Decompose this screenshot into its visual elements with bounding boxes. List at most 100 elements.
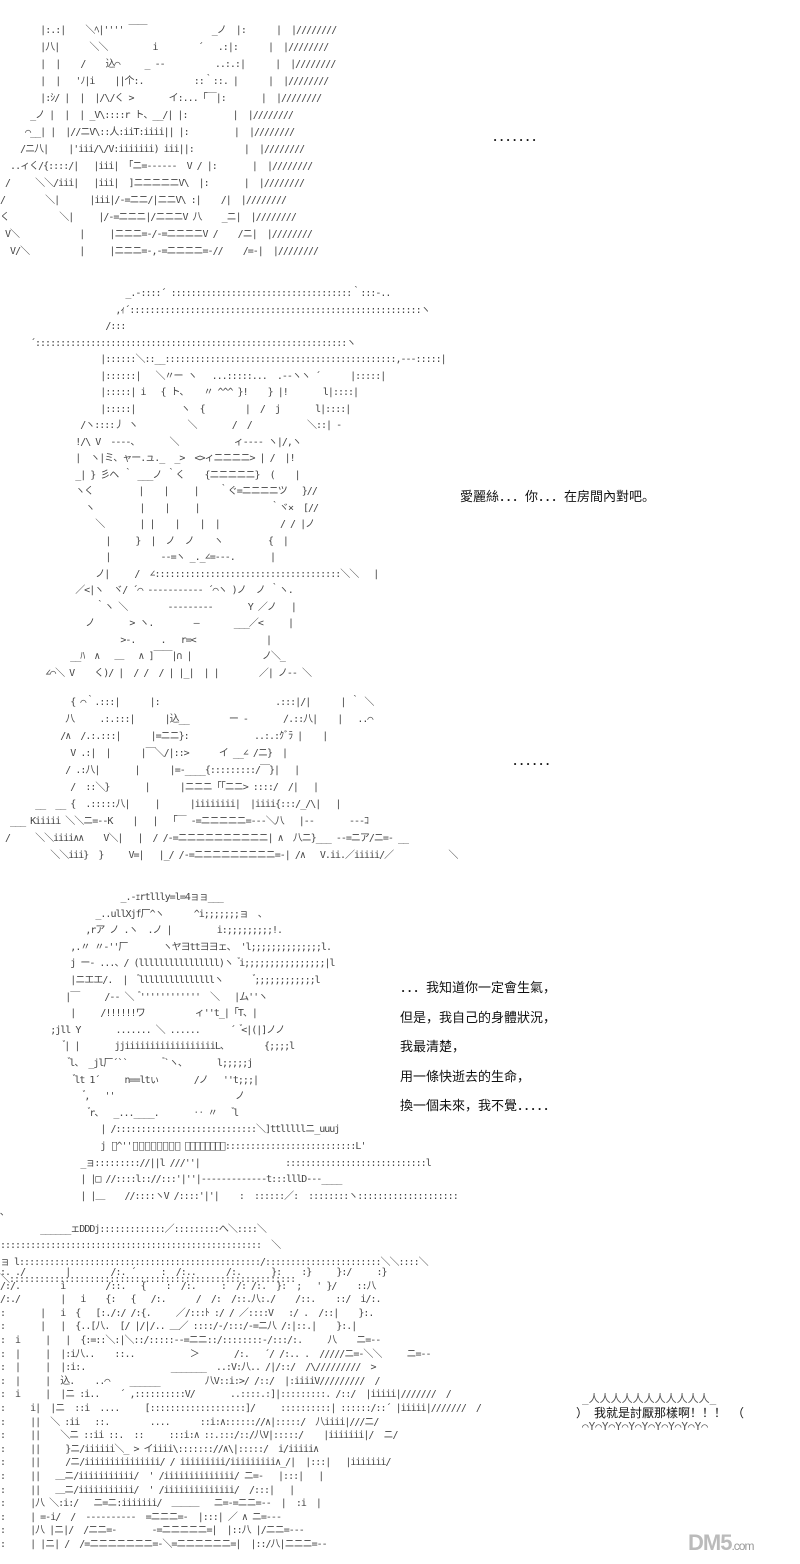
ascii-art-line: ,ｨ´:::::::::::::::::::::::::::::::::::::…: [30, 304, 430, 316]
ascii-art-line: V .:| | |￣＼/|::> イ __∠ /ニ} |: [0, 748, 288, 759]
ascii-art-line: ;jll Y ....... ＼ ...... ´ ゙<|(|]ノノ: [0, 1024, 285, 1036]
ascii-art-line: ノ > ヽ. ― ___／< |: [30, 618, 294, 629]
ascii-art-line: ______ェDDDj:::::::::::::／:::::::::へ＼::::…: [0, 1223, 281, 1252]
ascii-art-panel-4: _.-ｪrtllly=l=4ョョ___ _..ullXjf厂^ヽ ^i;;;;;…: [0, 890, 470, 1288]
ascii-art-line: _.-ｪrtllly=l=4ョョ___: [0, 892, 224, 903]
ascii-art-line: ＼＼iii} } V=| |_/ /-=ニニニニニニニニニ=-| /∧ V.ii…: [0, 850, 458, 861]
ascii-art-line: : || ＼ :ii ::. .... ::i:∧:::::://∧|:::::…: [0, 1416, 379, 1428]
ascii-art-line: /:::´:::::::::::::::::::::::::::::::::::…: [30, 321, 356, 349]
ascii-art-line: : | | {..[八. [/ |/|/.. ＿／ ::::/-/:::/-=ニ…: [0, 1321, 357, 1333]
ascii-art-line: | --=ヽ _._∠=‐--. |: [30, 552, 276, 563]
ascii-art-line: / ＼＼/iii| |iii| ]ニニニニニV\ |: | |////////: [0, 178, 305, 189]
ascii-art-line: : | |ニ| / /=ニニニニニニニ=-＼=ニニニニニニ=| |::/八|ニニ…: [0, 1538, 328, 1550]
ascii-art-panel-5: :. ./ | /:. ´ : /:.. /:. }: :} }:/ :} /:/…: [0, 1266, 570, 1551]
ascii-art-panel-3: { ⌒｀.:::| |: .:::|/| | ｀ ＼ 八 .:.:::| |込_…: [0, 694, 600, 864]
ascii-art-line: : | =-i/ / ---------- =ニニニ=- |:::| ／ ∧ ニ…: [0, 1511, 282, 1523]
ascii-art-line: ___ Kiiiii ＼＼ニ=--K | | 「￣ -=ニニニニニ=---＼八 …: [0, 816, 369, 827]
ascii-art-line: | } | ノ ノ ヽ { |: [30, 535, 289, 547]
ascii-art-line: ..ィく/{::::/| |iii| 「ニ=------ V / |: | |/…: [0, 161, 313, 172]
ellipsis-panel-3: ．．．．．．: [512, 754, 558, 769]
ascii-art-line: _| } 彡ヘ ｀ ___ノ ｀く {ニニニニニ} ( |: [30, 469, 301, 481]
ascii-art-line: / ＼＼iiii∧∧ V＼| | / /-=ニニニニニニニニニニ| ∧ 八ニ}_…: [0, 833, 409, 844]
dialogue-line: 我最清楚，: [400, 1040, 466, 1055]
ascii-art-line: |:ｼ/ | | |/\/く > イ:...「￣|: | |////////: [0, 93, 322, 104]
ascii-art-line: / ::＼} | |ニニニ「「ニニ> ::::/ /| |: [0, 782, 319, 793]
ascii-art-line: : | i { [:./:/ /:{. ／/:::ﾄ :/ / ／::::V :…: [0, 1307, 374, 1319]
ascii-art-line: | /::::::::::::::::::::::::::::＼]ttlllll…: [0, 1124, 340, 1136]
ascii-art-line: >-. . r=< |: [30, 634, 272, 646]
ascii-art-line: : || ＿ニ/iiiiiiiiiii/ ' /iiiiiiiiiiiiii/ …: [0, 1484, 295, 1496]
ascii-art-line: : || ＿ニ/iiiiiiiiiii/ ' /iiiiiiiiiiiiii/ …: [0, 1470, 324, 1482]
ascii-art-line: |:.:| ＼ﾍ|'''' ￣￣ _ノ |: | |////////: [0, 25, 337, 36]
ascii-art-line: ゙, '' ノ: [0, 1091, 245, 1103]
ascii-art-line: : |八 ＼:i:/ ニ=ニ:iiiiiii/ ＿＿＿ ニ=-=ニニ=-- | …: [0, 1498, 322, 1510]
ascii-art-line: ゙| | jjiiiiiiiiiiiiiiiiiiL、 {;;;;l: [0, 1041, 295, 1053]
ascii-art-line: ,.〃 〃-''厂 ヽヤヨttヨヨェ、 'l;;;;;;;;;;;;;;l.: [0, 941, 332, 953]
ascii-art-line: V/＼ | |ニニニ=-,-=ニニニニ=-// /=-| |////////: [0, 246, 319, 257]
ascii-art-panel-2: _.-::::´ :::::::::::::::::::::::::::::::…: [30, 286, 450, 682]
ascii-art-line: |:::::| i { ト、 〃 ^^^ }! } |! l|::::|: [30, 387, 359, 398]
ascii-art-line: : || /ニ/iiiiiiiiiiiiiii/ / iiiiiiiii/iii…: [0, 1457, 392, 1469]
watermark-logo: DM5.com: [688, 1530, 754, 1556]
dialogue-line: 但是，我自己的身體狀況，: [400, 1010, 557, 1026]
ascii-art-line: /:/. i /::. { : /:. : /: /:. }: ; ' }/ :…: [0, 1280, 377, 1292]
ascii-art-line: /ヽ::::丿 ヽ ＼ / / ＼::| -: [30, 420, 342, 431]
ascii-art-line: |:::::| ヽ { | / j l|::::|: [30, 403, 351, 415]
watermark-logo-text: DM5: [688, 1530, 732, 1555]
ascii-art-line: |ニエエ/. | ゙lllllllllllllllヽ ゙;;;;;;;;;;;;…: [0, 974, 320, 986]
ascii-art-line: : || ＼ニ ::ii ::. :: :::i:∧ ::.:::/::/八V|…: [0, 1430, 398, 1442]
ascii-art-line: : i| |ニ ::i .... [:::::::::::::::::::]/ …: [0, 1402, 482, 1414]
ascii-art-line: ∠⌒＼ V く)/ | / / / | |_| | | ／| ノ-- ＼: [30, 667, 312, 679]
ascii-art-line: : | | 込. ..⌒ ______ 八V::i:>/ /::/ |:iiii…: [0, 1375, 380, 1387]
ascii-art-line: j ゙^''゙゙゙゙゙゙゙゙ ゛゛゛゛゛゛゛゛:::::::::::::::::…: [0, 1140, 366, 1152]
ascii-art-line: :. ./ | /:. ´ : /:.. /:. }: :} }:/ :}: [0, 1267, 388, 1278]
ascii-art-line: | |□ //::::l:://:::'|''|-------------t::…: [0, 1174, 342, 1186]
ascii-art-line: |八| ＼＼ i ´ .:|: | |////////: [0, 42, 329, 53]
ascii-art-line: _.-::::´ :::::::::::::::::::::::::::::::…: [30, 288, 391, 299]
ascii-art-line: く ＼| |/-=ニニニ|/ニニニV 八 _ニ| |////////: [0, 212, 297, 223]
ascii-art-line: |::::::＼::__::::::::::::::::::::::::::::…: [30, 354, 446, 365]
ascii-art-line: : |八 |ニ|/ /ニニ=- -=ニニニニニ=| |::八 |/ニニ=---: [0, 1525, 305, 1537]
ascii-art-line: ,rア ノ .ヽ .ノ | i:;;;;;;;;;!.: [0, 925, 283, 937]
dialogue-line: 用一條快逝去的生命，: [400, 1069, 531, 1085]
ascii-art-line: | | / 込⌒ _ -- ..:.:| | |////////: [0, 59, 336, 70]
shout-bubble: _人人人人人人人人人人人_ ） 我就是討厭那樣啊！！！ （ ⌒Y⌒Y⌒Y⌒Y⌒Y…: [576, 1390, 776, 1450]
ascii-art-line: ゙r、 _...____. ‥ 〃 ゙l: [0, 1107, 239, 1119]
ascii-art-line: ヽく | | | ｀ぐ=ニニニニツ }//: [30, 486, 318, 497]
ascii-art-line: /ニ八| |'iii/\/V:iiiiiii) iii||: | |//////…: [0, 144, 305, 155]
bubble-top-edge: _人人人人人人人人人人人_: [582, 1392, 717, 1405]
ascii-art-panel-1: |:.:| ＼ﾍ|'''' ￣￣ _ノ |: | |//////// |八| ＼…: [0, 22, 480, 260]
ascii-art-line: / .:八| | |=-____{:::::::::/￣}| |: [0, 765, 300, 776]
ascii-art-line: |￣ /-- ＼ ゙'''''''''''' ＼ |ム''ヽ: [0, 991, 268, 1003]
ascii-art-line: | |＿ //::::ヽV /::::'|'| : ::::::／: :::::…: [0, 1190, 468, 1219]
ascii-art-line: ゙lt 1´ n==ltぃ /ノ ''t;;;|: [0, 1074, 259, 1086]
ascii-art-line: | ヽ|ミ、ャー.ュ._ _> <>ィニニニニ> | / |!: [30, 453, 296, 464]
watermark-suffix: .com: [731, 1539, 754, 1553]
ascii-art-line: ゙l、 _jl厂´`` ゙`ヽ、 l;;;;;j: [0, 1057, 253, 1069]
ascii-art-line: ノ| / ∠::::::::::::::::::::::::::::::::::…: [30, 568, 379, 580]
ascii-art-line: j ー- ...、/ (llllllllllllllll)ヽ ゙i;;;;;;;…: [0, 958, 335, 970]
ascii-art-line: : || }ニ/iiiiii＼_ > イiiii\::::::://∧\|:::…: [0, 1443, 319, 1455]
ascii-art-line: !/\ V ----、 ＼ ィ---- ヽ|/,ヽ: [30, 436, 302, 448]
shout-text: ） 我就是討厭那樣啊！！！ （: [576, 1406, 745, 1420]
ascii-art-line: ⌒__| | |//ニV\::人:iiT:iiii|| |: | |//////…: [0, 127, 295, 138]
ascii-art-line: V＼ | |ニニニ=-/-=ニニニニV / /ニ| |////////: [0, 229, 313, 240]
ascii-art-line: ／<|ヽ ヾ/ ´⌒ ----------- ´⌒ヽ )ノ ノ ｀ヽ.: [30, 585, 294, 596]
dialogue-line: 換一個未來，我不覺．．．．．: [400, 1099, 557, 1114]
ascii-art-line: __ﾊ ∧ ＿ ∧ ]￣￣|∩ | ノ＼_: [30, 651, 286, 662]
ascii-art-line: : i | | {:=::＼:|＼::/:::::--=ニニ::/:::::::…: [0, 1334, 381, 1346]
ascii-art-line: / ＼| |iii|/-=ニニ/|ニニV\ :| /| |////////: [0, 195, 287, 206]
ascii-art-line: 八 .:.:::| |込__ ー - ∕.::八| | ..⌒: [0, 714, 373, 725]
ascii-art-line: /:./ | i {: { /:. / /: /::.八:./ /::. ::/…: [0, 1294, 382, 1306]
dialogue-line: ．．．我知道你一定會生氣，: [400, 981, 557, 996]
ascii-art-line: _ョ::::::::://||l ///''| ::::::::::::::::…: [0, 1157, 431, 1169]
bubble-bottom-edge: ⌒Y⌒Y⌒Y⌒Y⌒Y⌒Y⌒Y⌒Y⌒Y⌒: [582, 1420, 708, 1433]
ascii-art-line: | | 'ﾉ|i ||个:. ::｀::. | | |////////: [0, 76, 329, 87]
ascii-art-line: ヽ | | | ｀ヾ× [//: [30, 502, 319, 514]
ascii-art-line: { ⌒｀.:::| |: .:::|/| | ｀ ＼: [0, 697, 374, 708]
ascii-art-line: __ __ { .:::::八| | |iiiiiiii| |iiii{:::/…: [0, 799, 341, 810]
ascii-art-line: _..ullXjf厂^ヽ ^i;;;;;;;ョ ､: [0, 908, 263, 920]
ellipsis-panel-1: ．．．．．．．: [492, 130, 545, 145]
ascii-art-line: |::::::| ＼〃ー ヽ ...:::::... .--ヽヽ ´ |::::…: [30, 370, 386, 382]
ascii-art-line: | /!!!!!!ワ ィ''t_|「T、|: [0, 1008, 258, 1020]
